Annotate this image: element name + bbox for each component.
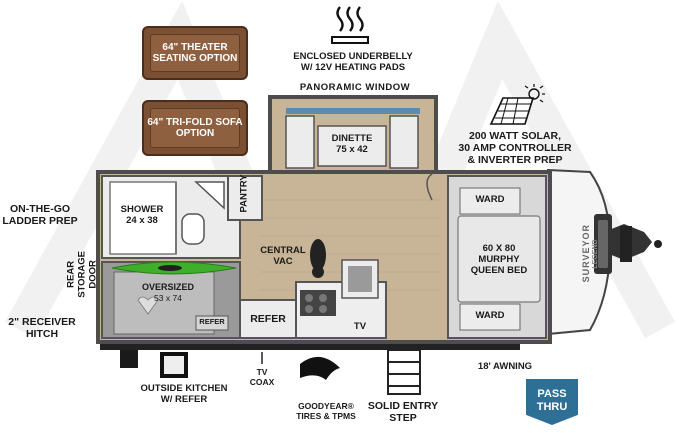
tires-label: GOODYEAR® TIRES & TPMS — [296, 401, 356, 421]
pass-thru-label: PASS THRU — [536, 388, 568, 413]
dinette-label: DINETTE 75 x 42 — [331, 133, 373, 155]
pass-thru-badge: PASS THRU — [526, 379, 578, 425]
tv-coax-label: TV COAX — [249, 367, 275, 387]
refer-small-label: REFER — [199, 317, 225, 326]
theater-seating-option: 64" THEATER SEATING OPTION — [142, 26, 248, 80]
solar-label: 200 WATT SOLAR, 30 AMP CONTROLLER & INVE… — [458, 130, 572, 167]
tv-label: TV — [353, 321, 367, 332]
brand-model-name: SURVEYOR — [580, 224, 591, 283]
ladder-prep-label: ON-THE-GO LADDER PREP — [2, 203, 78, 228]
receiver-hitch-label: 2" RECEIVER HITCH — [8, 316, 76, 341]
panoramic-window-label: PANORAMIC WINDOW — [299, 82, 411, 93]
refer-label: REFER — [250, 313, 286, 325]
ward-bottom-label: WARD — [475, 310, 505, 321]
outside-kitchen-label: OUTSIDE KITCHEN W/ REFER — [140, 383, 228, 405]
awning-label: 18' AWNING — [477, 361, 533, 372]
entry-step-label: SOLID ENTRY STEP — [367, 400, 439, 425]
oversized-label: OVERSIZED — [141, 282, 194, 292]
brand-model-sub: LEGEND — [591, 239, 599, 269]
solar-panel-icon — [489, 84, 545, 125]
theater-seating-label: 64" THEATER SEATING OPTION — [152, 41, 238, 65]
central-vac-label: CENTRAL VAC — [260, 245, 306, 267]
underbelly-label: ENCLOSED UNDERBELLY W/ 12V HEATING PADS — [293, 51, 413, 73]
heating-pad-icon — [331, 6, 369, 44]
bed-label: 60 X 80 MURPHY QUEEN BED — [470, 243, 528, 276]
ward-top-label: WARD — [475, 194, 505, 205]
oversized-dims-label: 53 x 74 — [154, 293, 182, 303]
pantry-label: PANTRY — [238, 174, 250, 213]
trifold-sofa-label: 64" TRI-FOLD SOFA OPTION — [147, 116, 243, 140]
trifold-sofa-option: 64" TRI-FOLD SOFA OPTION — [142, 100, 248, 156]
shower-label: SHOWER 24 x 38 — [120, 204, 164, 226]
